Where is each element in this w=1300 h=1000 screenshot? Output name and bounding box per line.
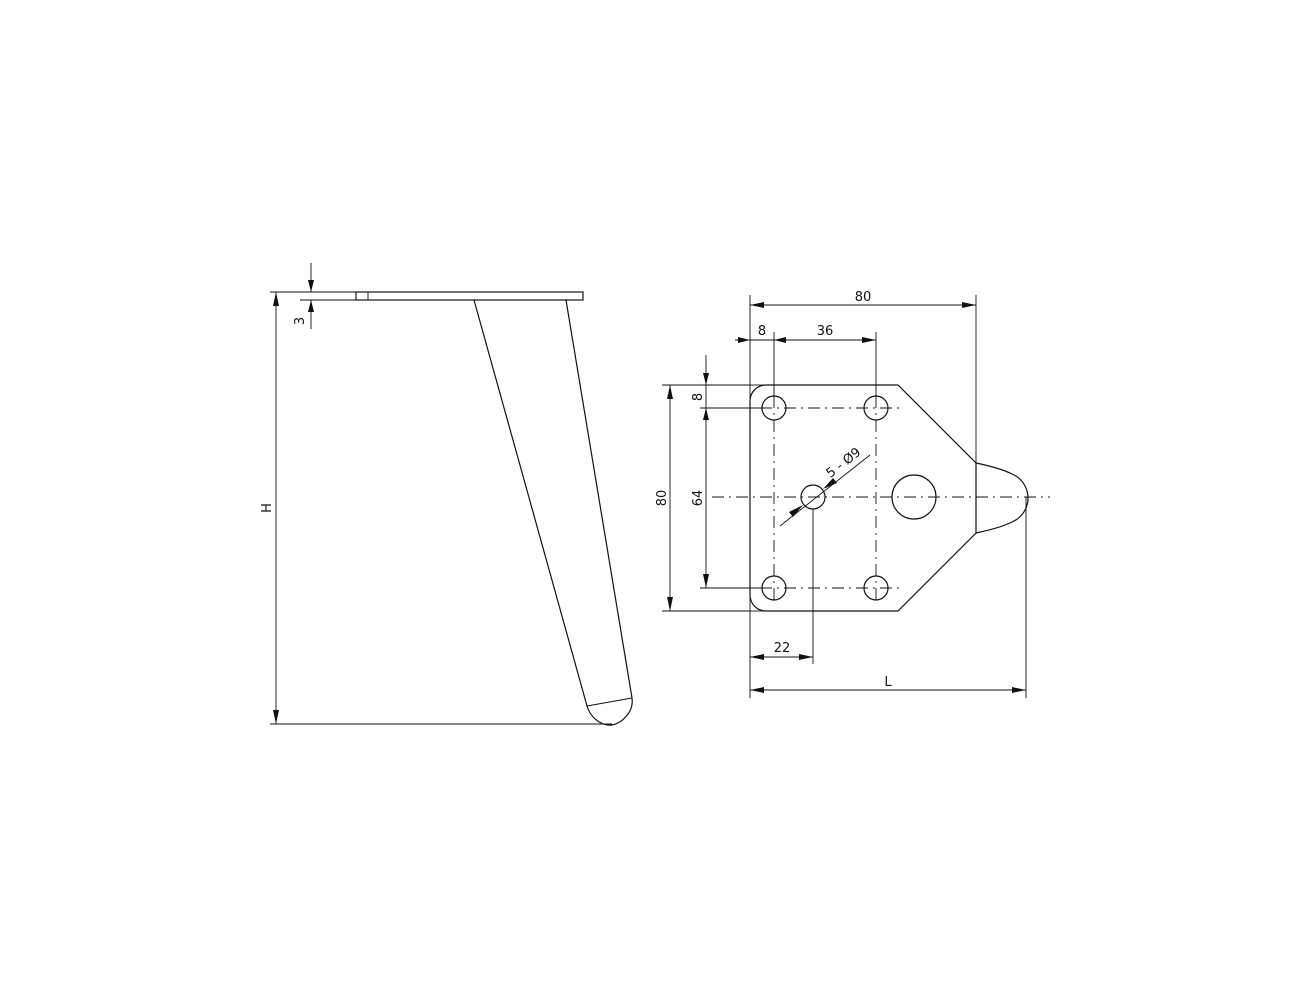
foot-cap-seam: [586, 697, 633, 707]
arrow-hole-callout-lower: [789, 505, 803, 517]
arrow-width-left: [750, 302, 764, 308]
arrow-thickness-bottom: [308, 300, 314, 312]
mounting-hole-bottom-right: [863, 575, 889, 601]
dim-edge-offset-y: 8: [691, 393, 706, 401]
leg-attachment-circle: [891, 474, 937, 520]
arrow-length-left: [750, 687, 764, 693]
arrow-height-top: [273, 292, 279, 306]
arrow-width-right: [962, 302, 976, 308]
arrow-spacing-x-right: [862, 337, 876, 343]
leg-foot-cap: [586, 697, 633, 726]
arrow-offset-left: [750, 654, 764, 660]
plate-outline: [749, 384, 977, 612]
arrow-length-right: [1012, 687, 1026, 693]
arrow-edge-y-top: [703, 373, 709, 385]
dim-plate-thickness: 3: [293, 317, 308, 325]
dim-overall-length: L: [884, 675, 892, 690]
plate-tongue: [975, 462, 1029, 534]
arrow-thickness-top: [308, 280, 314, 292]
dim-hole-spacing-x: 36: [817, 324, 834, 339]
leg-front-edge: [473, 299, 588, 707]
arrow-spacing-y-bottom: [703, 574, 709, 588]
arrow-height-plan-bottom: [667, 597, 673, 611]
leg-back-edge: [565, 299, 633, 699]
dim-overall-height: 80: [655, 490, 670, 507]
dim-hole-spacing-y: 64: [691, 490, 706, 507]
arrow-offset-right: [799, 654, 813, 660]
plan-view: 80 8 36 80 8 64 5 - Ø9: [655, 290, 1050, 698]
arrow-edge-x-right: [774, 337, 786, 343]
dim-overall-width: 80: [855, 290, 872, 305]
arrow-height-bottom: [273, 710, 279, 724]
arrow-hole-callout-upper: [823, 478, 837, 489]
side-view: 3 H: [260, 263, 633, 726]
dim-edge-offset-x: 8: [758, 324, 766, 339]
arrow-edge-x-left: [738, 337, 750, 343]
arrow-height-plan-top: [667, 385, 673, 399]
arrow-edge-y-bottom: [703, 408, 709, 420]
dim-height: H: [260, 503, 275, 513]
dim-center-hole-offset: 22: [774, 641, 791, 656]
mounting-plate: [355, 291, 584, 301]
